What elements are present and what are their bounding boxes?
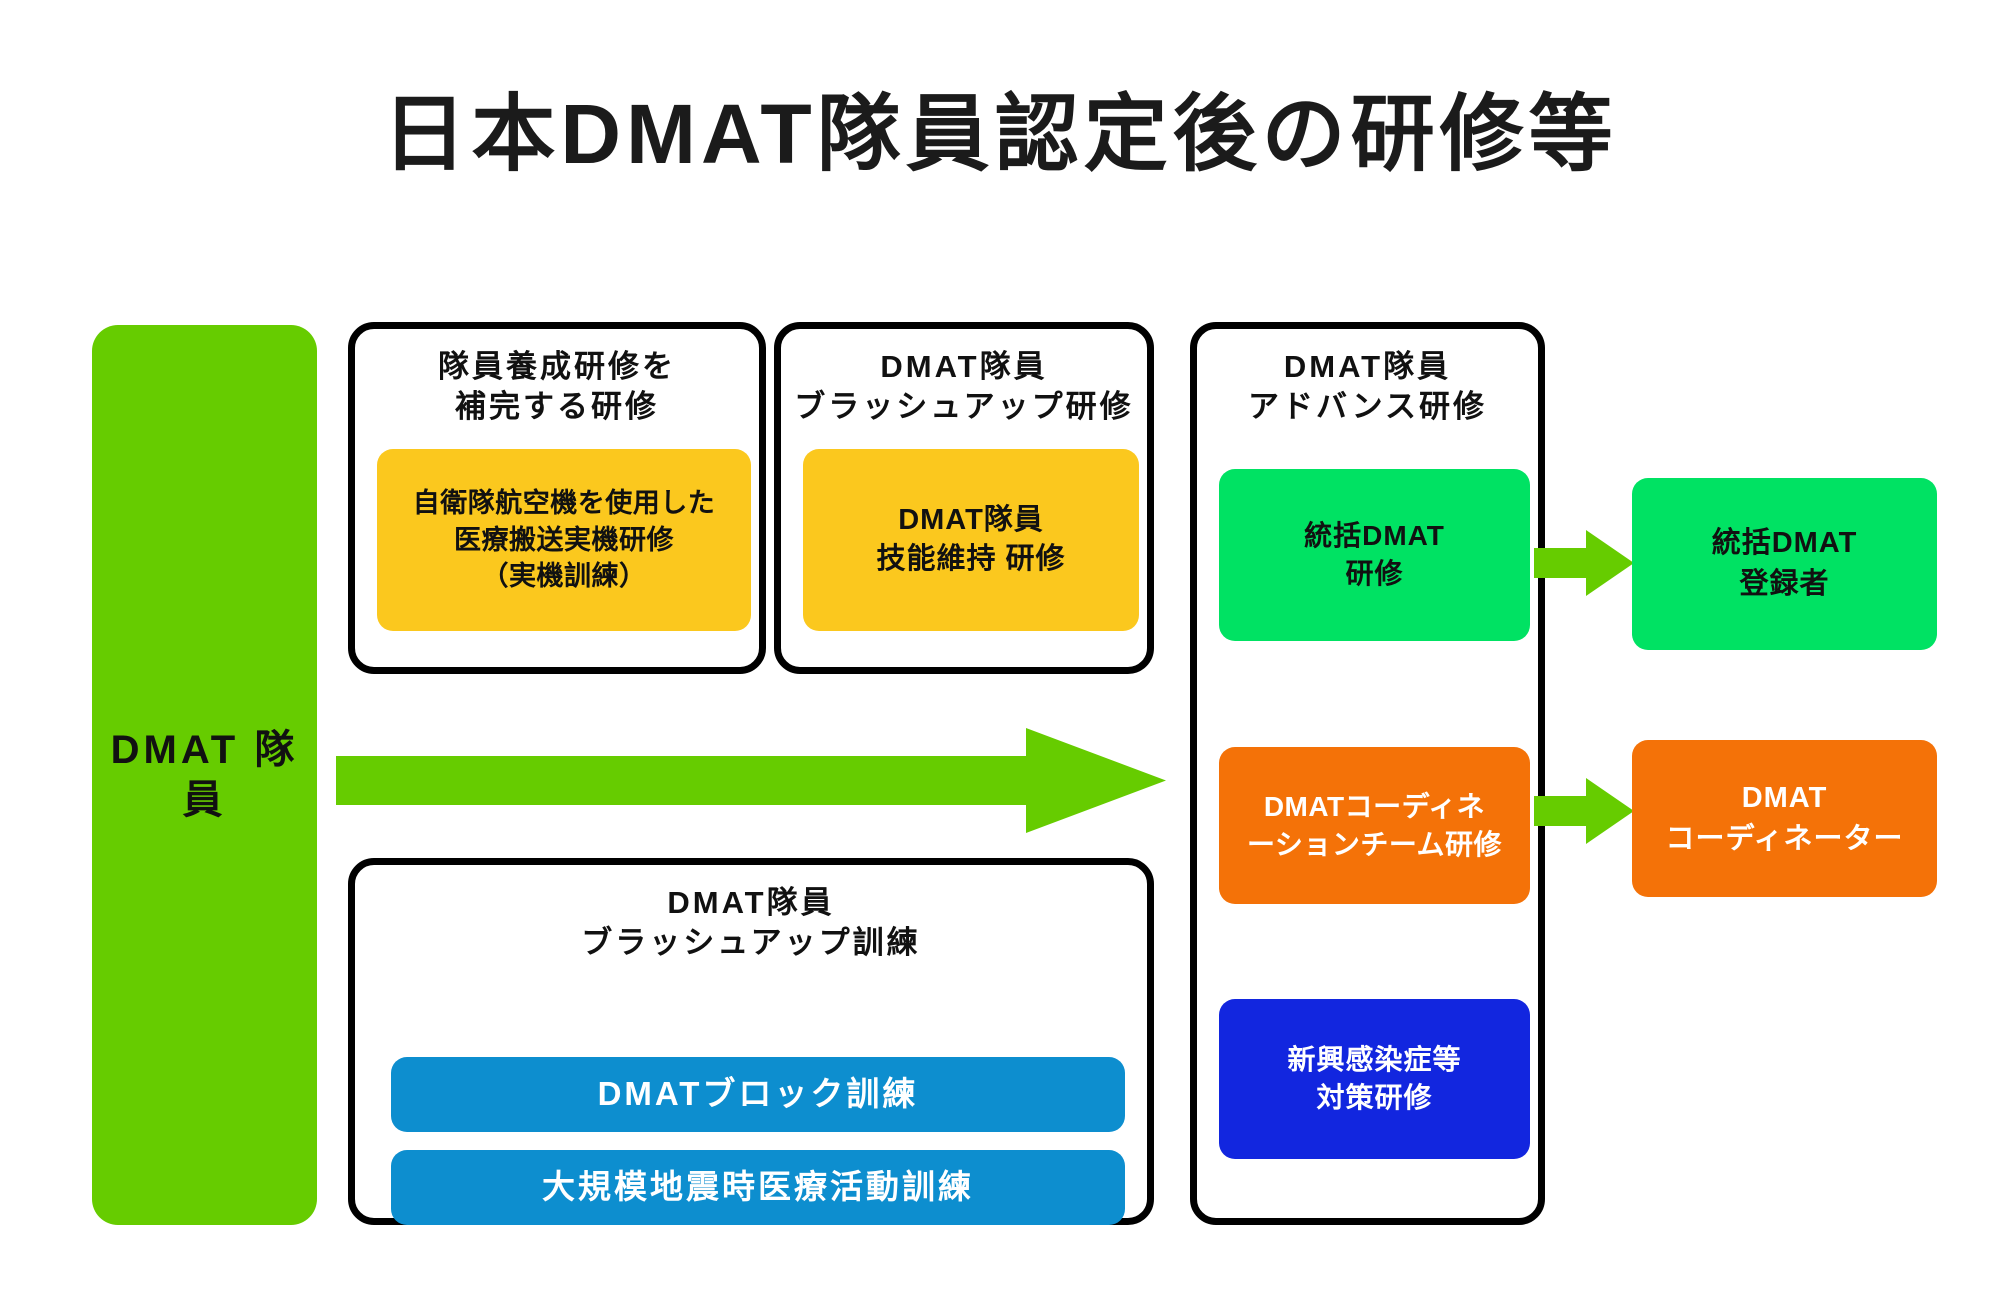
chip-jsdf-aircraft: 自衛隊航空機を使用した 医療搬送実機研修 （実機訓練） — [377, 449, 751, 631]
group-title-advance: DMAT隊員 アドバンス研修 — [1248, 349, 1487, 425]
group-card-brushup-drill: DMAT隊員 ブラッシュアップ訓練 DMATブロック訓練 大規模地震時医療活動訓… — [348, 858, 1154, 1225]
group-title-supplement: 隊員養成研修を 補完する研修 — [438, 349, 676, 425]
group-title-brushup-drill: DMAT隊員 ブラッシュアップ訓練 — [581, 885, 921, 961]
group-card-brushup-training: DMAT隊員 ブラッシュアップ研修 DMAT隊員 技能維持 研修 — [774, 322, 1154, 674]
source-entity-dmat-member: DMAT 隊員 — [92, 325, 317, 1225]
group-card-advance: DMAT隊員 アドバンス研修 統括DMAT 研修 DMATコーディネ ーションチ… — [1190, 322, 1545, 1225]
arrow-to-dmat-coordinator-icon — [1534, 778, 1634, 844]
arrow-dmat-member-to-advance-icon — [336, 728, 1166, 833]
source-entity-label: DMAT 隊員 — [110, 728, 299, 822]
page-title: 日本DMAT隊員認定後の研修等 — [382, 87, 1618, 181]
chip-skill-maintain: DMAT隊員 技能維持 研修 — [803, 449, 1139, 631]
group-title-brushup-training: DMAT隊員 ブラッシュアップ研修 — [794, 349, 1134, 425]
chip-supervising-dmat: 統括DMAT 研修 — [1219, 469, 1530, 641]
chip-coordination-team: DMATコーディネ ーションチーム研修 — [1219, 747, 1530, 904]
chip-large-quake-drill: 大規模地震時医療活動訓練 — [391, 1150, 1125, 1225]
chip-emerging-infection: 新興感染症等 対策研修 — [1219, 999, 1530, 1159]
group-card-supplement: 隊員養成研修を 補完する研修 自衛隊航空機を使用した 医療搬送実機研修 （実機訓… — [348, 322, 766, 674]
arrow-to-supervising-registrant-icon — [1534, 530, 1634, 596]
outcome-dmat-coordinator: DMAT コーディネーター — [1632, 740, 1937, 897]
chip-block-drill: DMATブロック訓練 — [391, 1057, 1125, 1132]
outcome-supervising-dmat-registrant: 統括DMAT 登録者 — [1632, 478, 1937, 650]
